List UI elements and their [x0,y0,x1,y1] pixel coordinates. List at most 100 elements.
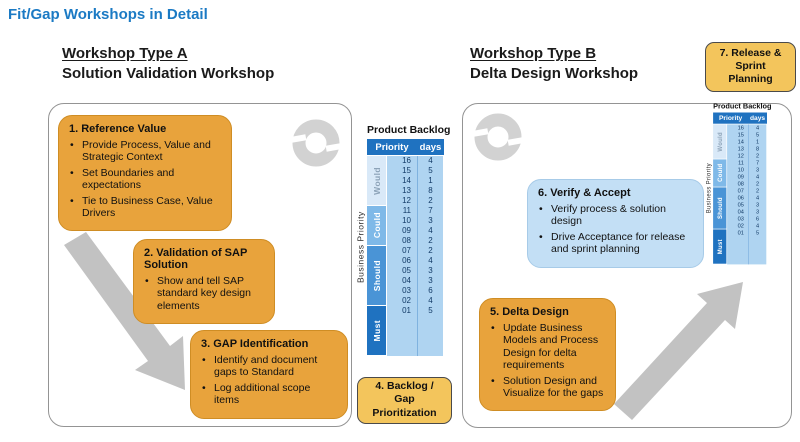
step-1-reference-value-box: 1. Reference Value Provide Process, Valu… [58,115,232,232]
backlog-priority-cell: 04 [737,208,744,215]
band-label: Should [716,197,724,219]
backlog-priority-cell: 10 [737,166,744,173]
band-label: Must [371,319,382,342]
days-column-header: days [419,141,442,153]
backlog-days-cell: 8 [755,145,760,152]
backlog-days-cell: 6 [755,215,760,222]
backlog-days-cell: 3 [428,216,433,225]
priority-band-must: Must [367,306,386,355]
backlog-title: Product Backlog [367,124,451,136]
backlog-days-cell: 7 [428,206,433,215]
backlog-header-row: Priority days [367,139,444,155]
section-heading-workshop-a: Workshop Type A Solution Validation Work… [62,44,274,84]
step-5-delta-design-box: 5. Delta Design Update Business Models a… [479,298,616,412]
backlog-priority-cell: 07 [737,187,744,194]
priority-band-could: Could [713,159,727,187]
backlog-priority-cell: 04 [402,276,411,285]
backlog-priority-cell: 06 [737,194,744,201]
backlog-priority-cell: 05 [402,266,411,275]
backlog-days-cell: 7 [755,159,760,166]
band-label: Could [371,212,382,239]
backlog-days-cell: 3 [428,276,433,285]
backlog-priority-cell: 09 [402,226,411,235]
bullet-item: Log additional scope items [201,382,337,407]
priority-column-header: Priority [718,114,743,122]
step-title: 5. Delta Design [490,306,569,318]
cycle-icon [289,119,343,167]
step-title: 2. Validation of SAP Solution [144,247,248,271]
band-label: Could [716,163,724,183]
band-label: Would [716,131,724,152]
step-2-validation-box: 2. Validation of SAP Solution Show and t… [133,239,275,325]
bullet-item: Drive Acceptance for release and sprint … [538,231,693,256]
page-title: Fit/Gap Workshops in Detail [8,6,208,23]
backlog-days-cell: 8 [428,186,433,195]
text-line: Prioritization [372,406,437,419]
cycle-icon [471,113,525,161]
backlog-priority-cell: 09 [737,173,744,180]
backlog-priority-cell: 08 [737,180,744,187]
backlog-days-cell: 5 [428,306,433,315]
priority-band-would: Would [713,124,727,159]
backlog-days-cell: 6 [428,286,433,295]
backlog-priority-cell: 12 [737,152,744,159]
product-backlog-table-small: Product Backlog Business Priority Priori… [704,102,772,265]
step-title: 1. Reference Value [69,123,167,135]
backlog-days-cell: 2 [755,187,760,194]
bullet-item: Provide Process, Value and Strategic Con… [69,139,221,164]
backlog-days-cell: 4 [755,222,760,229]
backlog-priority-cell: 07 [402,246,411,255]
backlog-header-row: Priority days [713,112,767,124]
section-heading-workshop-b: Workshop Type B Delta Design Workshop [470,44,638,84]
band-label: Must [716,239,724,255]
backlog-priority-cell: 10 [402,216,411,225]
backlog-priority-cell: 01 [737,229,744,236]
backlog-days-cell: 4 [755,173,760,180]
bullet-item: Tie to Business Case, Value Drivers [69,195,221,220]
backlog-priority-cell: 14 [402,176,411,185]
step-title: 6. Verify & Accept [538,187,631,199]
priority-band-could: Could [367,206,386,245]
backlog-priority-cell: 12 [402,196,411,205]
text-line: Gap [394,393,415,406]
backlog-priority-cell: 15 [737,131,744,138]
backlog-days-cell: 3 [755,208,760,215]
bullet-item: Identify and document gaps to Standard [201,354,337,379]
step-bullet-list: Verify process & solution designDrive Ac… [538,203,693,256]
backlog-priority-cell: 16 [737,124,744,131]
backlog-priority-cell: 16 [402,156,411,165]
bullet-item: Solution Design and Visualize for the ga… [490,375,605,400]
backlog-priority-cell: 02 [402,296,411,305]
process-arrow-up-right-icon [614,282,743,420]
backlog-days-cell: 1 [755,138,760,145]
backlog-days-cell: 2 [755,180,760,187]
backlog-days-cell: 4 [428,156,433,165]
backlog-title: Product Backlog [713,102,772,111]
process-arrow-down-right-icon [64,232,185,390]
backlog-days-cell: 4 [755,124,760,131]
backlog-priority-cell: 11 [402,206,411,215]
band-label: Would [371,166,382,195]
backlog-days-cell: 5 [755,229,760,236]
bullet-item: Update Business Models and Process Desig… [490,322,605,372]
bullet-item: Verify process & solution design [538,203,693,228]
step-3-gap-identification-box: 3. GAP Identification Identify and docum… [190,330,348,419]
step-bullet-list: Show and tell SAP standard key design el… [144,275,264,312]
priority-column-header: Priority [375,141,409,153]
priority-band-should: Should [367,246,386,305]
backlog-days-cell: 2 [755,152,760,159]
backlog-priority-cell: 03 [402,286,411,295]
workshop-a-title: Workshop Type A [62,45,188,62]
